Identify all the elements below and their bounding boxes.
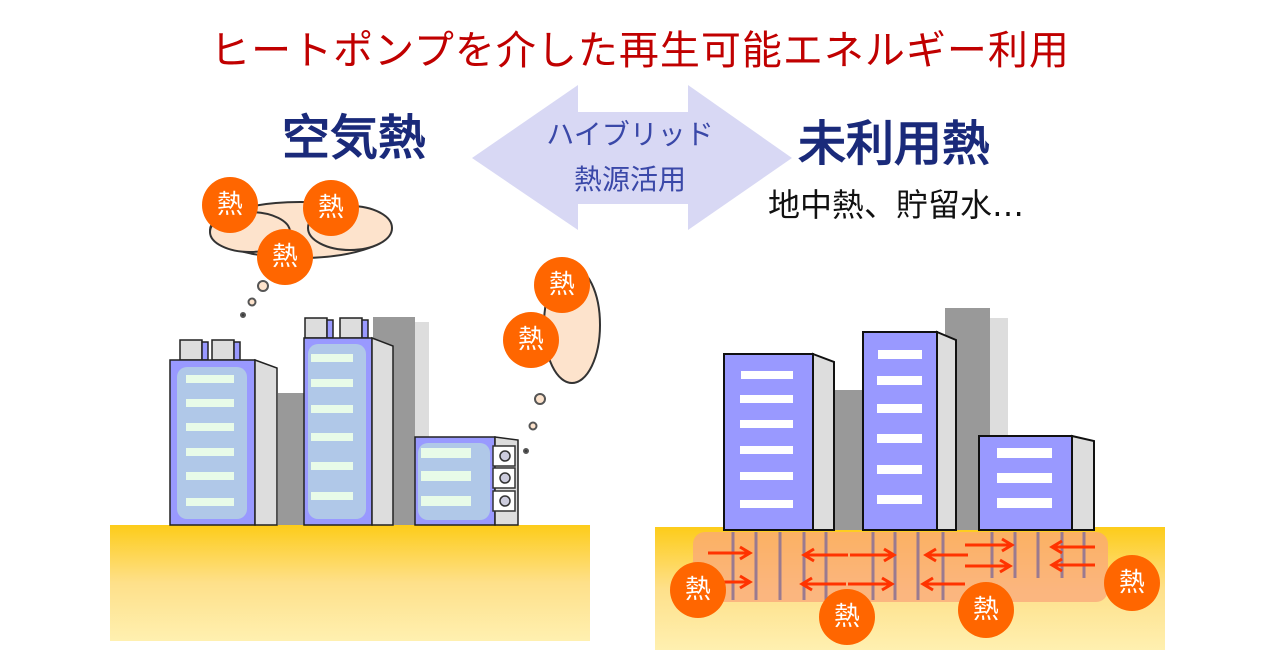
unused-heat-scene — [655, 308, 1165, 650]
svg-text:熱: 熱 — [834, 602, 860, 632]
unused-heat-sources: 地中熱、貯留水… — [768, 186, 1025, 224]
heat-flow-arrows — [708, 537, 1095, 592]
air-heat-scene — [110, 201, 601, 641]
heat-badge: 熱 — [257, 229, 313, 285]
heat-badge: 熱 — [958, 582, 1014, 638]
svg-text:熱: 熱 — [973, 595, 999, 625]
hybrid-label-line2: 熱源活用 — [573, 163, 686, 196]
ground-pipes — [731, 532, 1086, 600]
svg-text:熱: 熱 — [685, 575, 711, 605]
hybrid-double-arrow — [472, 85, 792, 230]
svg-text:熱: 熱 — [318, 193, 344, 223]
svg-text:熱: 熱 — [1119, 568, 1145, 598]
diagram-title: ヒートポンプを介した再生可能エネルギー利用 — [210, 28, 1070, 74]
heat-badge: 熱 — [503, 312, 559, 368]
svg-text:熱: 熱 — [217, 190, 243, 220]
heat-badge: 熱 — [1104, 555, 1160, 611]
heat-badge: 熱 — [670, 562, 726, 618]
ground-left — [110, 525, 590, 641]
heat-badge: 熱 — [819, 589, 875, 645]
svg-text:熱: 熱 — [549, 270, 575, 300]
heat-badge: 熱 — [303, 180, 359, 236]
air-heat-label: 空気熱 — [282, 110, 427, 166]
heat-badge: 熱 — [534, 257, 590, 313]
unused-heat-label: 未利用熱 — [798, 116, 991, 172]
heat-badge: 熱 — [202, 177, 258, 233]
outdoor-unit-fans — [492, 445, 516, 512]
svg-text:熱: 熱 — [518, 325, 544, 355]
svg-text:熱: 熱 — [272, 242, 298, 272]
hybrid-label-line1: ハイブリッド — [546, 118, 714, 151]
